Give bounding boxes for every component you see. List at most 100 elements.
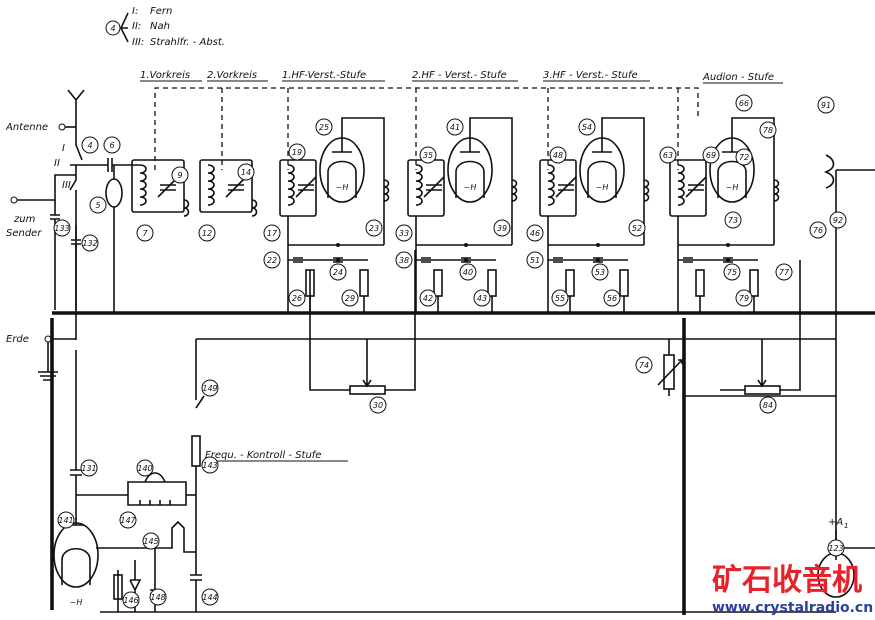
part-circle-17 — [263, 224, 281, 242]
switch-legend: 4 I: Fern II: Nah III: Strahlfr. - Abst. — [105, 6, 225, 48]
part-number-74: 74 — [639, 361, 649, 370]
label-switch-3: III — [62, 180, 71, 191]
part-circle-39 — [493, 219, 511, 237]
part-circle-29 — [341, 289, 359, 307]
part-circle-26 — [288, 289, 306, 307]
stage-frequ-kontroll: Frequ. - Kontroll - Stufe — [205, 450, 321, 461]
part-circle-143 — [201, 456, 219, 474]
part-circle-22 — [263, 251, 281, 269]
part-circle-4 — [81, 136, 99, 154]
tube-heater-label-2: ~H — [464, 183, 477, 192]
part-circle-78 — [759, 121, 777, 139]
part-number-72: 72 — [739, 153, 749, 162]
part-circle-75 — [723, 263, 741, 281]
ground-icon — [38, 338, 76, 381]
part-number-4: 4 — [87, 141, 92, 150]
part-number-38: 38 — [399, 256, 409, 265]
part-number-148: 148 — [150, 593, 165, 602]
part-circle-123 — [827, 539, 845, 557]
legend-key-2: II: — [132, 21, 141, 32]
part-circle-69 — [702, 146, 720, 164]
part-circle-48 — [549, 146, 567, 164]
part-number-92: 92 — [833, 216, 843, 225]
hf-stage-3: ~H — [539, 117, 650, 313]
part-circle-66 — [735, 94, 753, 112]
part-number-79: 79 — [739, 294, 749, 303]
part-circle-24 — [329, 263, 347, 281]
part-circle-25 — [315, 118, 333, 136]
part-circle-12 — [198, 224, 216, 242]
stage-hf-2: 2.HF - Verst.- Stufe — [412, 70, 507, 81]
part-number-30: 30 — [373, 401, 383, 410]
part-number-123: 123 — [828, 544, 843, 553]
part-circle-133 — [53, 219, 71, 237]
part-number-76: 76 — [813, 226, 823, 235]
legend-circle — [105, 20, 121, 36]
part-number-53: 53 — [595, 268, 605, 277]
part-number-14: 14 — [241, 168, 251, 177]
part-number-69: 69 — [706, 151, 716, 160]
label-antenne: Antenne — [5, 122, 48, 133]
part-number-25: 25 — [319, 123, 329, 132]
part-circle-42 — [419, 289, 437, 307]
part-number-12: 12 — [202, 229, 212, 238]
part-circle-52 — [628, 219, 646, 237]
part-circle-51 — [526, 251, 544, 269]
part-number-147: 147 — [120, 516, 136, 525]
part-number-131: 131 — [81, 464, 96, 473]
antenna-input-section: Antenne I II III zum Sender Erde — [5, 89, 140, 381]
part-circle-91 — [817, 96, 835, 114]
potentiometer-30 — [309, 250, 416, 395]
label-switch-1: I — [62, 143, 65, 154]
part-circle-145 — [142, 532, 160, 550]
legend-text-1: Fern — [150, 6, 172, 17]
amplifier-stages: ~H~H~H~H — [131, 117, 780, 313]
part-circle-131 — [80, 459, 98, 477]
part-circle-53 — [591, 263, 609, 281]
legend-text-3: Strahlfr. - Abst. — [150, 37, 225, 48]
watermark: 矿石收音机 www.crystalradio.cn — [712, 563, 873, 616]
part-circle-38 — [395, 251, 413, 269]
hf-stage-2: ~H — [407, 117, 518, 313]
frequency-control-stage: ~H — [53, 339, 205, 612]
part-number-66: 66 — [739, 99, 749, 108]
tube-heater-label-4: ~H — [726, 183, 739, 192]
part-circle-23 — [365, 219, 383, 237]
part-number-40: 40 — [463, 268, 473, 277]
part-number-17: 17 — [267, 229, 278, 238]
variable-resistor-74 — [657, 339, 683, 396]
label-a1-sub: 1 — [844, 522, 848, 530]
label-a1: +A — [828, 517, 843, 528]
part-number-63: 63 — [663, 151, 673, 160]
part-number-140: 140 — [137, 464, 152, 473]
part-circle-9 — [171, 166, 189, 184]
part-circle-73 — [724, 211, 742, 229]
part-number-75: 75 — [727, 268, 737, 277]
part-circle-79 — [735, 289, 753, 307]
part-circle-40 — [459, 263, 477, 281]
part-number-35: 35 — [423, 151, 433, 160]
tube-141-heater-label: ~H — [70, 598, 83, 607]
part-circle-19 — [288, 143, 306, 161]
part-circle-144 — [201, 588, 219, 606]
part-number-141: 141 — [58, 516, 73, 525]
part-number-73: 73 — [728, 216, 738, 225]
part-circle-63 — [659, 146, 677, 164]
part-number-78: 78 — [763, 126, 773, 135]
part-number-133: 133 — [54, 224, 69, 233]
stage-audion: Audion - Stufe — [702, 72, 774, 83]
label-switch-2: II — [54, 158, 60, 169]
vorkreis-circuit-2 — [199, 159, 258, 217]
part-number-29: 29 — [345, 294, 355, 303]
part-circle-84 — [759, 396, 777, 414]
part-circle-56 — [603, 289, 621, 307]
part-circle-35 — [419, 146, 437, 164]
part-circle-7 — [136, 224, 154, 242]
tube-heater-label-3: ~H — [596, 183, 609, 192]
part-circle-146 — [122, 591, 140, 609]
part-number-77: 77 — [779, 268, 790, 277]
stage-vorkreis-2: 2.Vorkreis — [207, 70, 257, 81]
part-circle-72 — [735, 148, 753, 166]
legend-key-3: III: — [132, 37, 144, 48]
